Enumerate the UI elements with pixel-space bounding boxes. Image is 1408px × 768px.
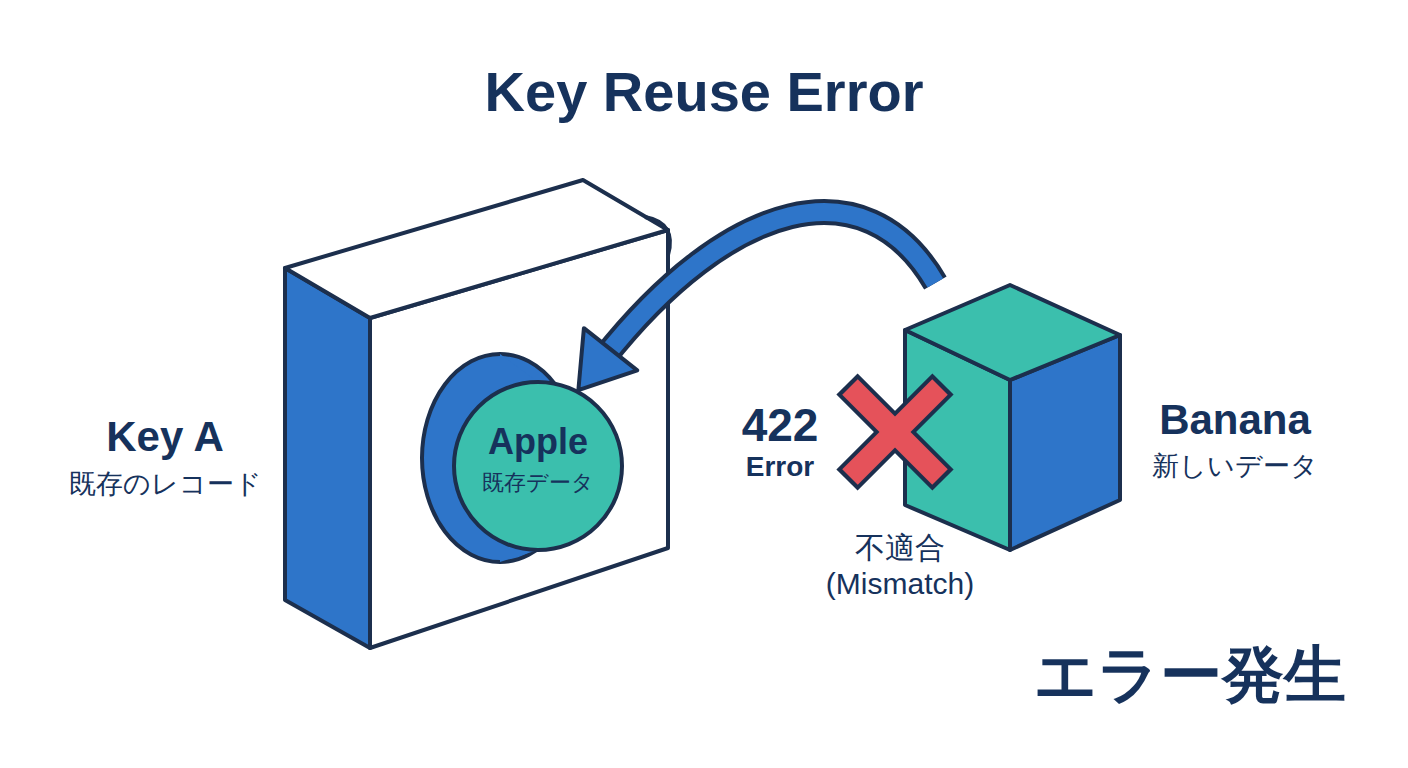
status-text: Error	[700, 450, 860, 484]
diagram-title: Key Reuse Error	[0, 58, 1408, 125]
data-cube: Banana新しいデータ	[905, 283, 1122, 553]
node-subtext: 新しいデータ	[1135, 450, 1335, 482]
error-banner: エラー発生	[990, 638, 1390, 712]
data-cube-outline	[905, 283, 1122, 553]
node-subtext: 既存データ	[452, 470, 624, 496]
data-disc-outline	[452, 380, 624, 552]
node-heading: Apple	[452, 420, 624, 463]
flow-arrow	[578, 212, 935, 390]
error-cross	[835, 372, 955, 492]
status-code: 422	[700, 398, 860, 453]
data-disc: Apple 既存データ	[452, 380, 624, 552]
node-heading: Key A	[50, 412, 280, 462]
node-subtext: 既存のレコード	[40, 468, 290, 500]
mismatch-note: 不適合 (Mismatch)	[795, 530, 1005, 602]
record-panel: Apple既存データKey A既存のレコード	[285, 175, 670, 650]
node-heading: Banana	[1135, 395, 1335, 445]
